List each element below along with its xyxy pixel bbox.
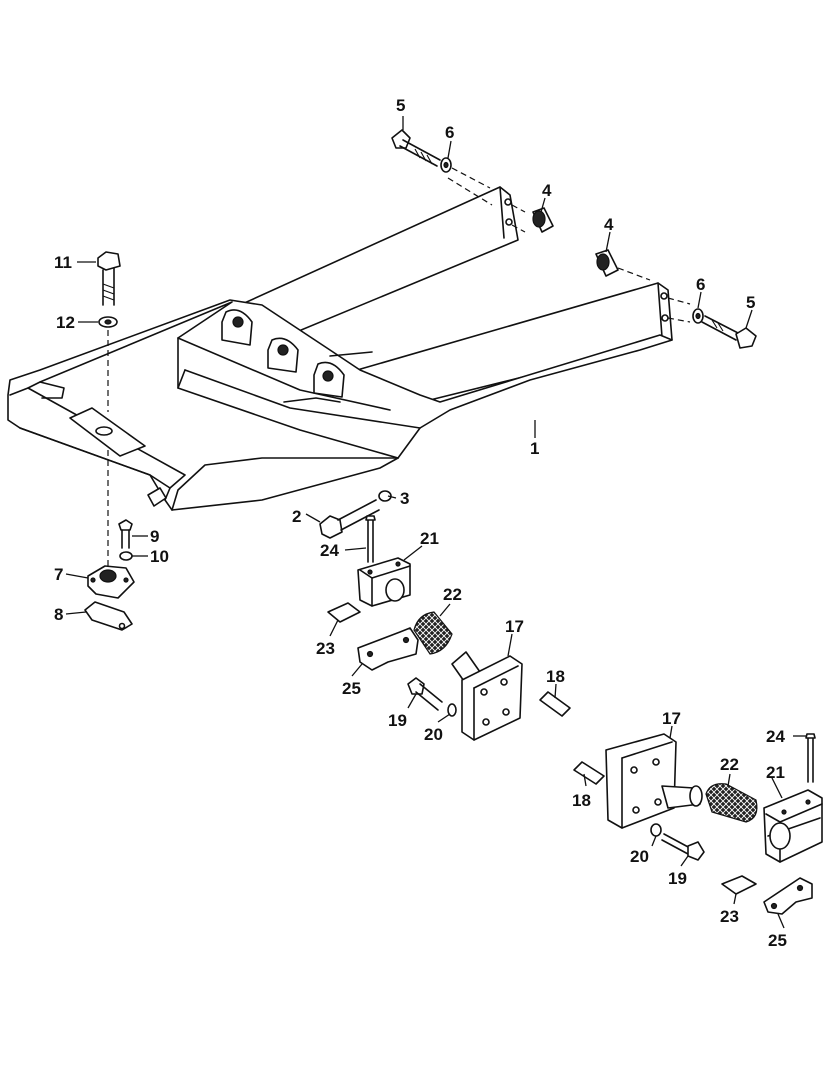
callout-17: 17	[505, 617, 524, 636]
frame-lug	[221, 309, 253, 346]
callout-10: 10	[150, 547, 169, 566]
grip-22-left	[413, 611, 453, 655]
bolt-19-right	[661, 833, 705, 861]
callout-21: 21	[420, 529, 439, 548]
plate-8	[84, 601, 133, 631]
bolt-5-right	[701, 315, 757, 349]
callout-12: 12	[56, 313, 75, 332]
washer-20-left	[447, 703, 457, 717]
shim-23-right	[721, 875, 757, 895]
washer-3	[378, 490, 392, 502]
washer-6-right	[692, 308, 704, 324]
callout-11: 11	[54, 253, 72, 272]
callout-6: 6	[445, 123, 454, 142]
main-frame	[7, 186, 673, 511]
pin-18-left	[539, 691, 571, 717]
pin-24-left	[365, 515, 376, 563]
callout-18: 18	[572, 791, 591, 810]
callout-19: 19	[668, 869, 687, 888]
callout-4: 4	[604, 215, 614, 234]
bolt-5-upper	[391, 129, 441, 167]
washer-20-right	[650, 823, 662, 837]
frame-lug	[267, 337, 299, 373]
callout-20: 20	[424, 725, 443, 744]
callout-25: 25	[768, 931, 787, 950]
plate-17-left	[461, 655, 523, 741]
shim-23-left	[327, 602, 361, 623]
callout-21: 21	[766, 763, 785, 782]
washer-6-upper	[440, 157, 452, 173]
callout-5: 5	[396, 96, 405, 115]
callout-20: 20	[630, 847, 649, 866]
leader-lines	[65, 116, 806, 929]
bracket-25-left	[357, 627, 419, 671]
callout-23: 23	[720, 907, 739, 926]
bolt-11	[97, 251, 121, 306]
pin-24-right	[805, 733, 816, 783]
clamp-block-21-left	[357, 557, 411, 607]
pin-18-right	[573, 761, 605, 785]
bracket-25-right	[763, 877, 813, 915]
callout-8: 8	[54, 605, 63, 624]
callout-23: 23	[316, 639, 335, 658]
washer-12	[98, 316, 118, 328]
shaft-17-right	[661, 785, 703, 809]
plate-17-right	[605, 733, 677, 829]
callout-labels: 5 6 4 4 6 5 1 2 3 11 12 9 10 7 8 24 21 2…	[54, 96, 787, 950]
callout-2: 2	[292, 507, 301, 526]
spacer-4-right	[595, 249, 619, 277]
callout-3: 3	[400, 489, 409, 508]
callout-17: 17	[662, 709, 681, 728]
callout-24: 24	[320, 541, 339, 560]
callout-19: 19	[388, 711, 407, 730]
callout-4: 4	[542, 181, 552, 200]
callout-1: 1	[530, 439, 539, 458]
mount-7	[87, 565, 135, 599]
bolt-2	[319, 499, 380, 539]
spacer-4-upper	[532, 207, 554, 233]
callout-6: 6	[696, 275, 705, 294]
callout-22: 22	[443, 585, 462, 604]
callout-22: 22	[720, 755, 739, 774]
callout-24: 24	[766, 727, 785, 746]
callout-9: 9	[150, 527, 159, 546]
washer-10	[119, 551, 133, 561]
clamp-block-21-right	[763, 789, 823, 863]
grip-22-right	[705, 783, 758, 823]
callout-7: 7	[54, 565, 63, 584]
bolt-19-left	[407, 677, 443, 711]
bolt-9	[118, 519, 133, 549]
callout-5: 5	[746, 293, 755, 312]
frame-lug	[313, 361, 345, 398]
callout-18: 18	[546, 667, 565, 686]
callout-25: 25	[342, 679, 361, 698]
